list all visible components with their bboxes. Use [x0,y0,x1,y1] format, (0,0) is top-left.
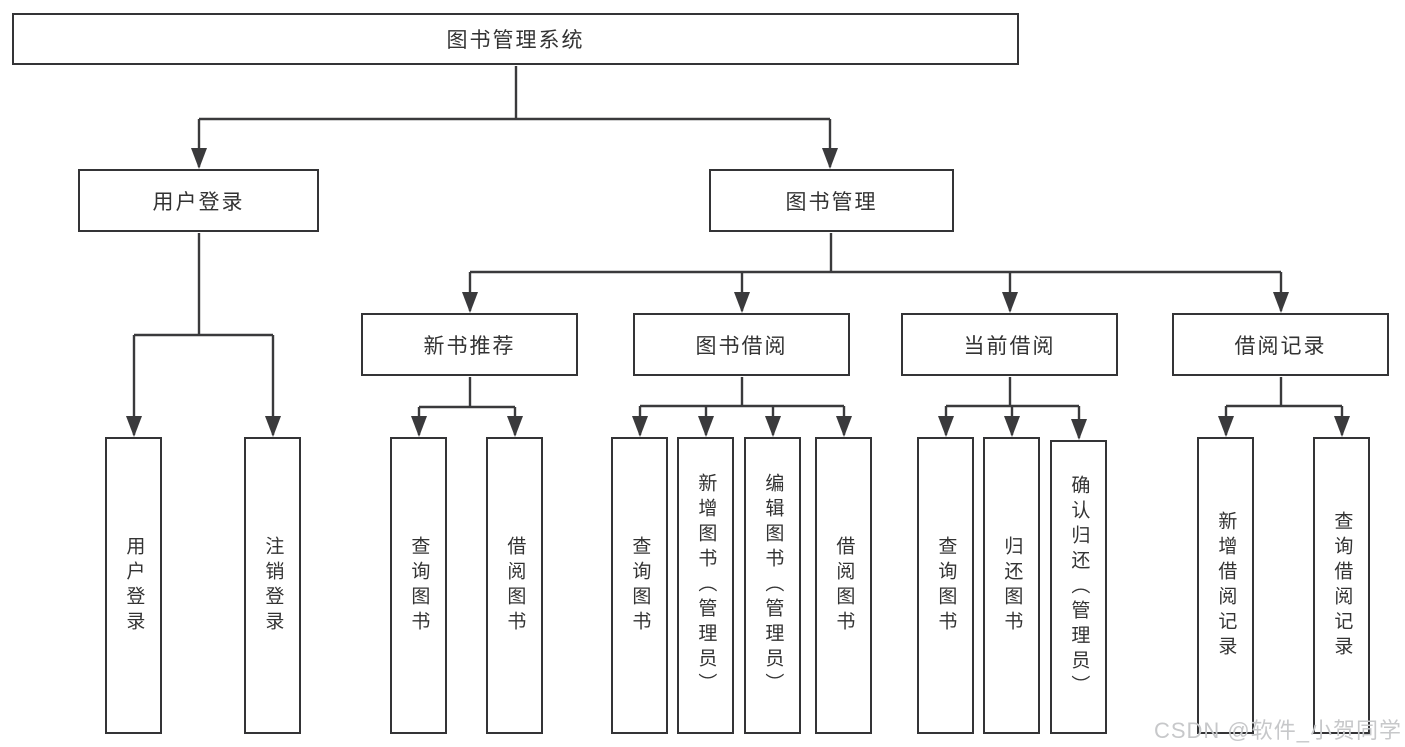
connector-book-borrowing-trunk [640,377,844,408]
leaf-bb-query-book: 查询图书 [611,437,668,734]
leaf-bb-borrow-book-label: 借阅图书 [833,535,855,636]
leaf-rec-borrow-book: 借阅图书 [486,437,543,734]
connector-root-trunk [199,66,830,121]
leaf-user-login: 用户登录 [105,437,162,734]
connector-book-mgmt-trunk [470,233,1281,274]
leaf-logout: 注销登录 [244,437,301,734]
leaf-rec-query-book: 查询图书 [390,437,447,734]
leaf-bb-edit-book-admin-label: 编辑图书（管理员） [762,473,784,698]
leaf-cb-return-book: 归还图书 [983,437,1040,734]
leaf-bb-add-book-admin-label: 新增图书（管理员） [695,473,717,698]
leaf-bb-add-book-admin: 新增图书（管理员） [677,437,734,734]
node-root: 图书管理系统 [12,13,1019,65]
connector-new-book-rec-trunk [419,377,515,409]
leaf-cb-confirm-return-admin-label: 确认归还（管理员） [1068,474,1090,700]
leaf-bb-edit-book-admin: 编辑图书（管理员） [744,437,801,734]
leaf-bb-borrow-book: 借阅图书 [815,437,872,734]
connector-current-borrowing-trunk [946,377,1079,408]
node-current-borrowing: 当前借阅 [901,313,1118,376]
leaf-cb-query-book-label: 查询图书 [935,535,957,636]
node-book-borrowing: 图书借阅 [633,313,850,376]
connector-borrowing-records-trunk [1226,377,1342,408]
leaf-cb-query-book: 查询图书 [917,437,974,734]
node-book-mgmt-branch: 图书管理 [709,169,954,232]
leaf-user-login-label: 用户登录 [123,535,145,636]
node-user-login-branch: 用户登录 [78,169,319,232]
leaf-cb-confirm-return-admin: 确认归还（管理员） [1050,440,1107,734]
leaf-br-add-record: 新增借阅记录 [1197,437,1254,734]
csdn-watermark: CSDN @软件_小贺同学 [1153,718,1402,743]
leaf-br-add-record-label: 新增借阅记录 [1215,510,1237,661]
leaf-cb-return-book-label: 归还图书 [1001,535,1023,636]
leaf-br-query-record: 查询借阅记录 [1313,437,1370,734]
node-new-book-rec: 新书推荐 [361,313,578,376]
leaf-bb-query-book-label: 查询图书 [629,535,651,636]
leaf-rec-borrow-book-label: 借阅图书 [504,535,526,636]
connector-user-login-trunk [134,233,273,337]
leaf-rec-query-book-label: 查询图书 [408,535,430,636]
node-borrowing-records: 借阅记录 [1172,313,1389,376]
leaf-logout-label: 注销登录 [262,535,284,636]
leaf-br-query-record-label: 查询借阅记录 [1331,510,1353,661]
